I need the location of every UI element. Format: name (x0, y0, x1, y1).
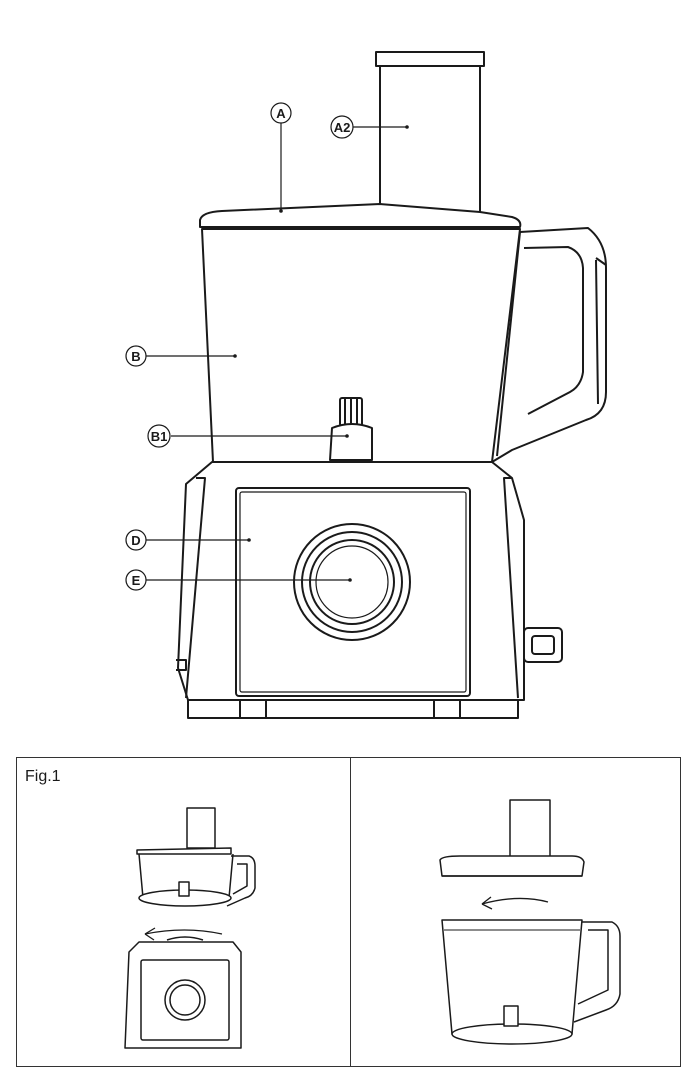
figure-label: Fig.1 (25, 768, 61, 785)
callout-a2: A2 (334, 120, 351, 135)
callout-e: E (132, 573, 141, 588)
callout-b: B (131, 349, 140, 364)
speed-dial (293, 523, 411, 641)
panel-divider (350, 758, 351, 1066)
fig-left-illustration (124, 807, 256, 1049)
callout-a: A (276, 106, 286, 121)
blade-shaft (329, 397, 373, 461)
food-processor-diagram: A A2 B B1 D E (125, 51, 607, 719)
callout-b1: B1 (151, 429, 168, 444)
fig-right-illustration (439, 799, 621, 1045)
callout-d: D (131, 533, 140, 548)
feed-tube (375, 51, 485, 212)
lid (199, 203, 522, 228)
motor-base (176, 461, 563, 719)
fig-1-panel: Fig.1 (16, 757, 681, 1067)
bowl (201, 227, 607, 463)
